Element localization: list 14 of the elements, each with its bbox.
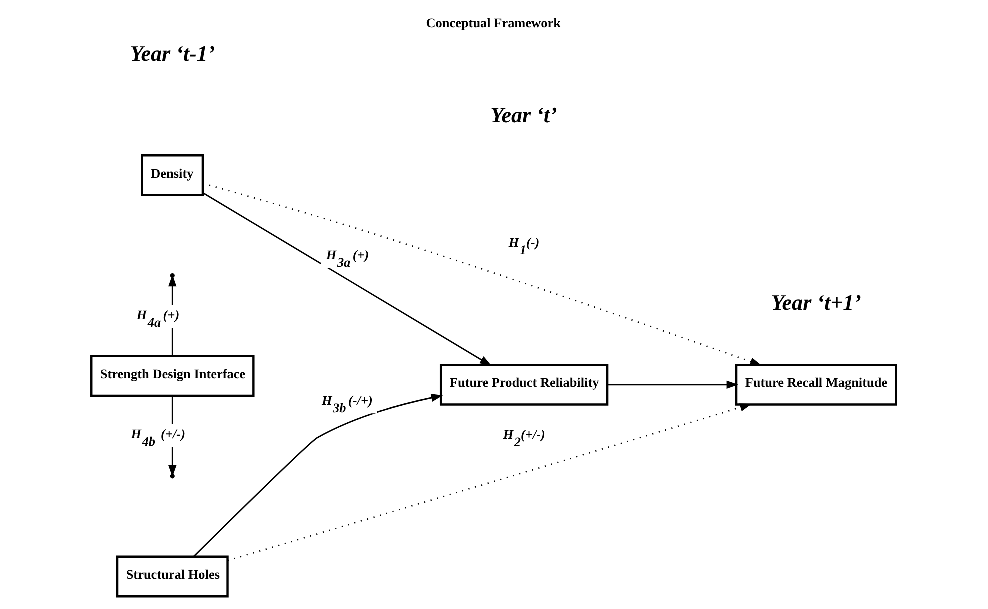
node-box: Structural Holes [116,555,229,598]
label: Year ‘t+1’ [771,289,862,314]
arrow [202,192,492,366]
node-box: Density [141,154,204,196]
arrow [228,403,752,561]
node-box: Strength Design Interface [90,354,255,397]
arrow [608,380,738,389]
node-box: Future Recall Magnitude [735,363,898,406]
diagram-title: Conceptual Framework [426,14,561,30]
arrow [193,393,444,557]
label: Year ‘t-1’ [130,40,216,66]
node-box: Future Product Reliability [440,363,609,406]
arrow [202,182,762,366]
label: Year ‘t’ [490,102,558,128]
